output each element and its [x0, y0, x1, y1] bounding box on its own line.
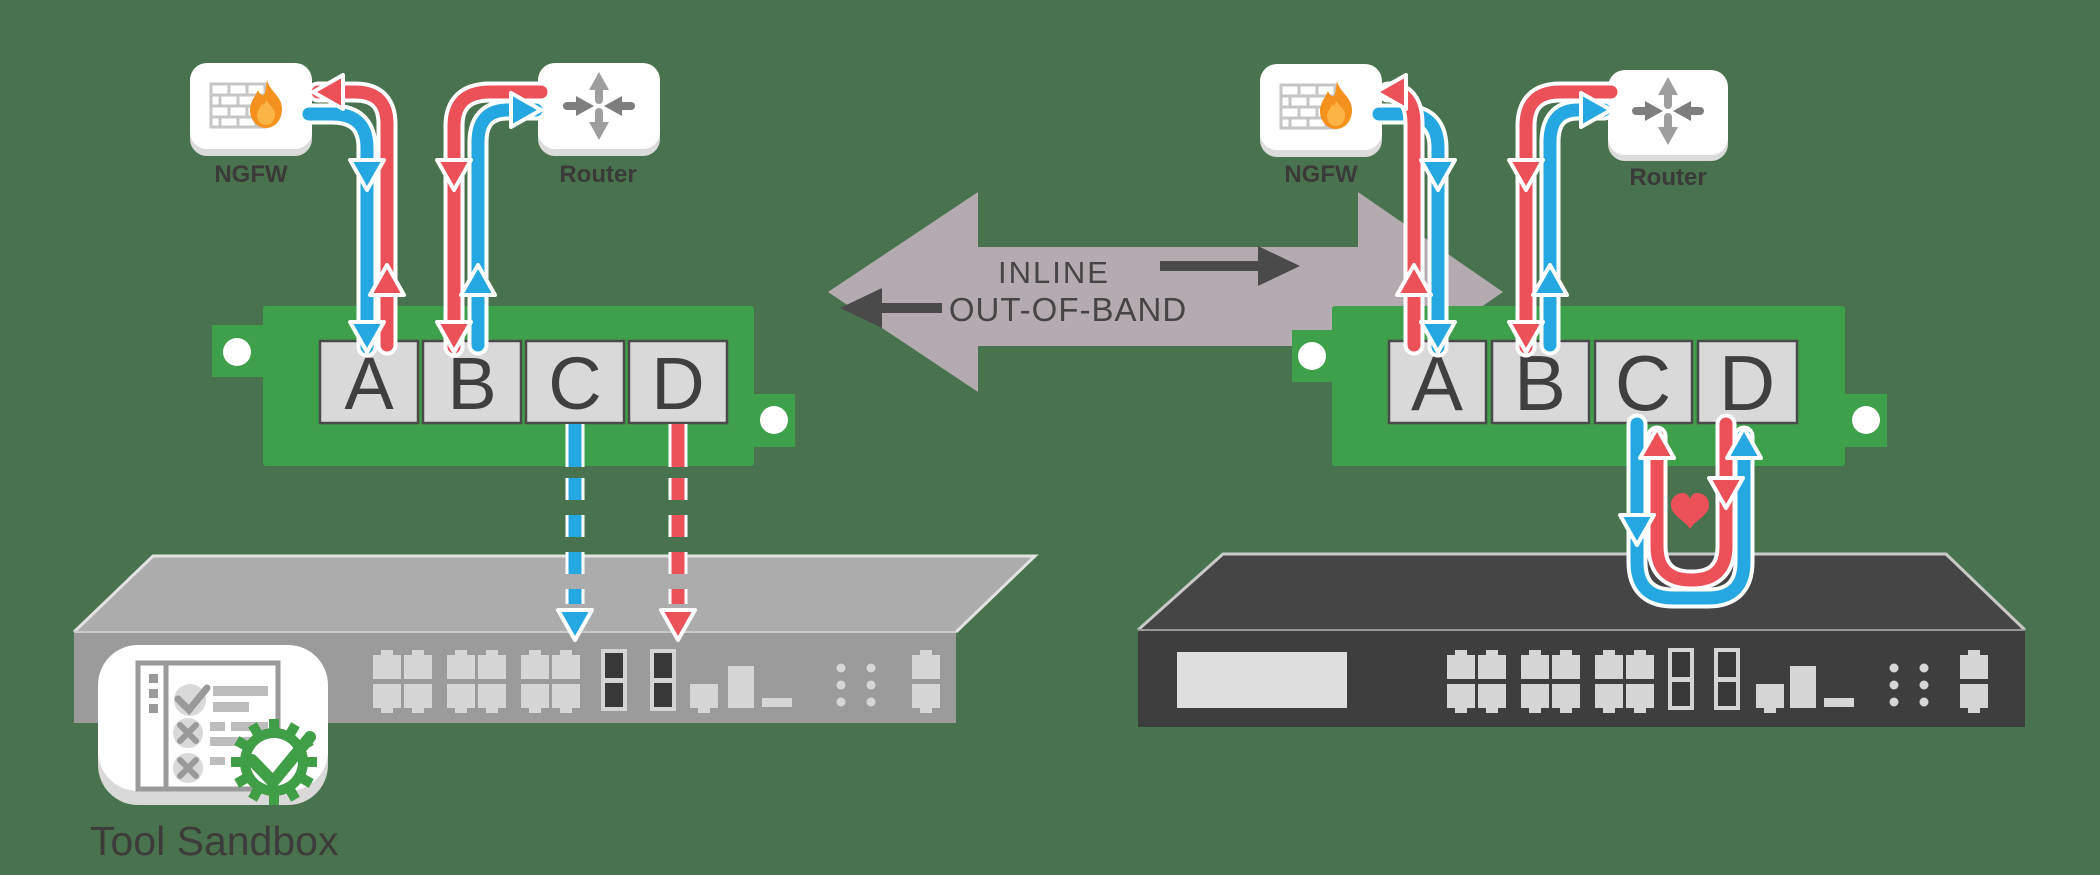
inline-right-arrow-icon — [1160, 246, 1300, 286]
ngfw-right-label: NGFW — [1284, 161, 1358, 188]
port-c-left-label: C — [548, 342, 601, 425]
check-icon — [174, 684, 211, 716]
blue-loop-c-to-d — [1630, 417, 1751, 605]
blue-arrow-b-to-router — [1543, 103, 1611, 352]
appliance-display — [1177, 652, 1347, 708]
traffic-arrows-right — [1368, 73, 1622, 358]
blue-arrow-ngfw-to-a — [302, 107, 374, 354]
tool-sandbox-icon — [98, 645, 328, 805]
port-c-right — [1593, 339, 1694, 425]
module-ports-right: A B C D — [1387, 339, 1799, 427]
red-arrow-router-to-b — [447, 85, 548, 354]
bypass-module-right: A B C D — [1292, 306, 1887, 466]
mount-hole-right — [1852, 406, 1880, 434]
mount-hole-left — [223, 338, 251, 366]
appliance-ports — [1447, 648, 1988, 713]
inline-label: INLINE — [998, 255, 1110, 290]
bypass-module-left: A B C D — [212, 306, 795, 466]
oob-dashed-arrows — [556, 424, 697, 642]
port-d-right — [1696, 339, 1799, 425]
inline-tool-appliance — [1137, 552, 2027, 727]
port-c-right-label: C — [1615, 339, 1671, 427]
mount-hole-left — [1298, 342, 1326, 370]
red-loop-d-to-c — [1650, 417, 1733, 587]
ngfw-left-label: NGFW — [214, 161, 288, 188]
red-arrow-a-to-ngfw — [311, 85, 394, 352]
inline-heartbeat-loop — [1618, 413, 1763, 609]
router-card-left: Router — [538, 63, 660, 188]
x-icon — [177, 722, 199, 744]
blue-arrow-b-to-router — [471, 103, 543, 352]
router-left-label: Router — [559, 161, 636, 188]
ngfw-card-left: NGFW — [190, 63, 312, 188]
gear-check-icon — [231, 719, 317, 805]
port-d-left-label: D — [651, 342, 704, 425]
router-card-right: Router — [1608, 70, 1728, 191]
out-of-band-label: OUT-OF-BAND — [949, 291, 1187, 328]
x-icon — [177, 757, 199, 779]
oob-left-arrow-icon — [840, 288, 942, 328]
port-b-left — [421, 339, 523, 425]
port-c-left — [524, 339, 626, 425]
port-d-right-label: D — [1719, 339, 1775, 427]
tool-sandbox-label: Tool Sandbox — [90, 818, 339, 864]
port-d-left — [627, 339, 729, 425]
appliance-ports — [373, 649, 940, 713]
traffic-arrows-left — [298, 73, 552, 358]
heart-icon — [1671, 493, 1709, 529]
mount-hole-right — [760, 406, 788, 434]
router-right-label: Router — [1629, 164, 1706, 191]
red-arrow-router-to-b — [1519, 85, 1618, 354]
ngfw-card-right: NGFW — [1260, 64, 1382, 188]
